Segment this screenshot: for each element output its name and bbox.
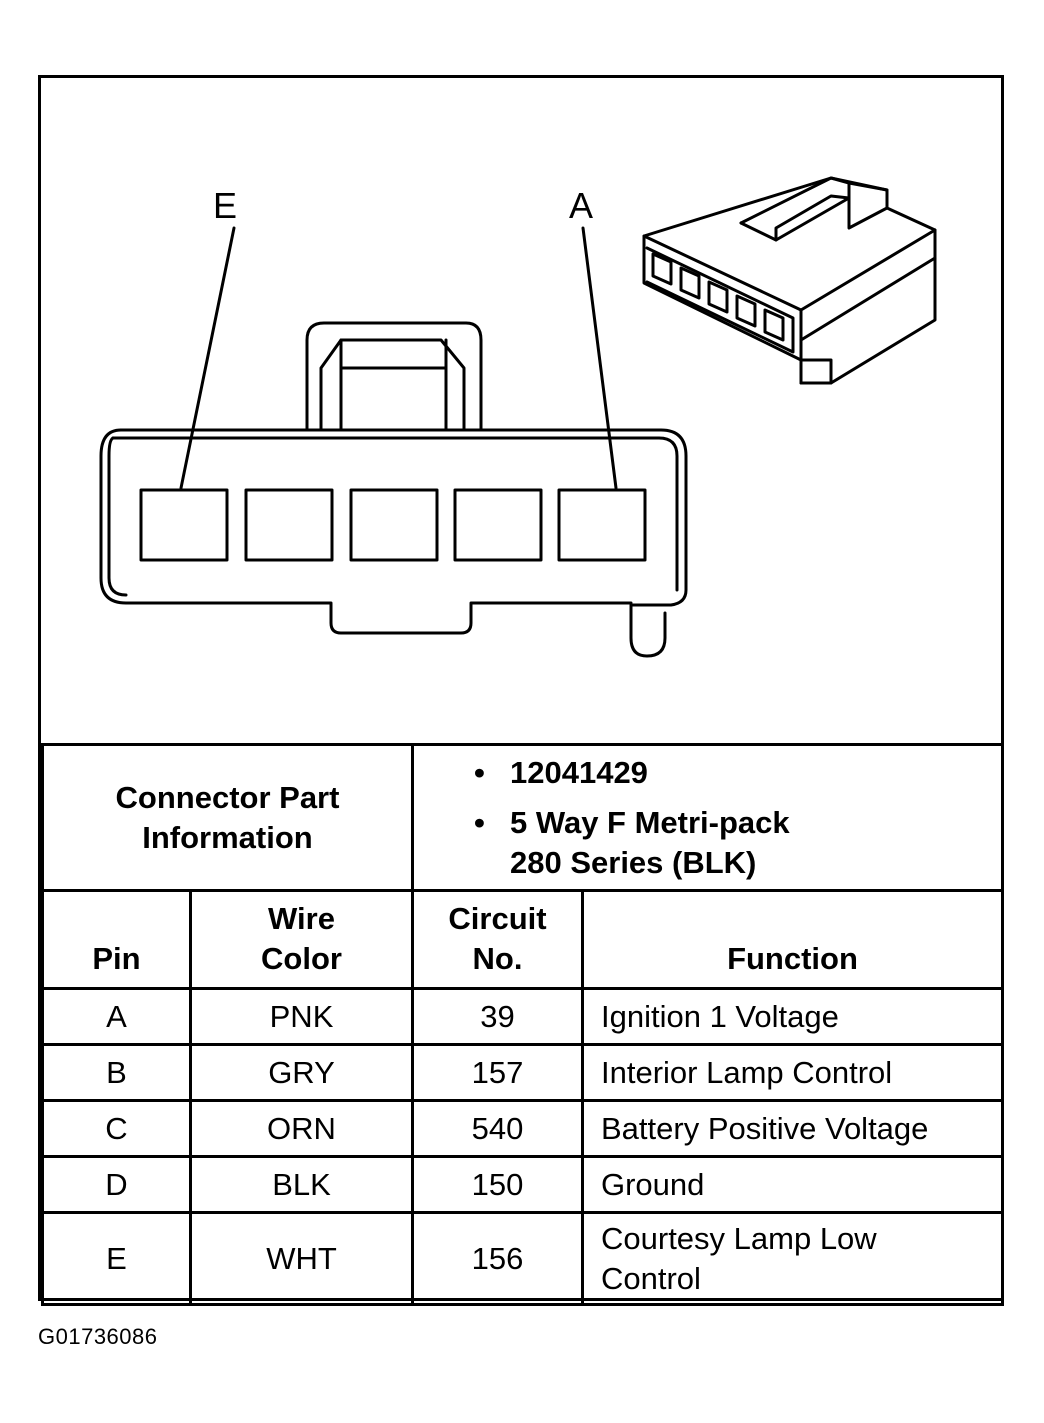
table-row: A PNK 39 Ignition 1 Voltage	[41, 987, 1004, 1046]
pin-label-a: A	[569, 185, 593, 226]
bullet-icon: •	[474, 804, 485, 840]
function-cell: Ground	[581, 1155, 1004, 1214]
circuit-cell: 39	[411, 987, 584, 1046]
wire-color-cell: ORN	[189, 1099, 414, 1158]
function-cell: Battery Positive Voltage	[581, 1099, 1004, 1158]
cavity-e	[139, 488, 229, 562]
pin-cell: D	[41, 1155, 192, 1214]
description-line-2: 280 Series (BLK)	[510, 844, 757, 880]
figure-code: G01736086	[38, 1324, 158, 1349]
part-number-line: •12041429	[474, 753, 1001, 793]
connector-info-row: Connector Part Information •12041429 •5 …	[41, 743, 1004, 892]
table-row: B GRY 157 Interior Lamp Control	[41, 1043, 1004, 1102]
pin-cell: E	[41, 1211, 192, 1306]
connector-info-values: •12041429 •5 Way F Metri-pack 280 Series…	[411, 743, 1004, 892]
wire-color-cell: WHT	[189, 1211, 414, 1306]
pin-cavities	[139, 488, 647, 562]
pin-cell: B	[41, 1043, 192, 1102]
description-line-1: •5 Way F Metri-pack	[474, 803, 1001, 843]
bullet-icon: •	[474, 754, 485, 790]
circuit-cell: 157	[411, 1043, 584, 1102]
table-row: C ORN 540 Battery Positive Voltage	[41, 1099, 1004, 1158]
circuit-cell: 150	[411, 1155, 584, 1214]
wire-color-cell: GRY	[189, 1043, 414, 1102]
cavity-c	[349, 488, 439, 562]
wire-color-cell: PNK	[189, 987, 414, 1046]
connector-isometric-view	[642, 176, 937, 385]
diagram-frame: E A Connector Part Information •12041429…	[38, 75, 1004, 1306]
cavity-d	[244, 488, 334, 562]
circuit-cell: 156	[411, 1211, 584, 1306]
cavity-a	[557, 488, 647, 562]
connector-info-label: Connector Part Information	[41, 743, 414, 892]
pin-label-e: E	[213, 185, 237, 226]
header-function: Function	[581, 889, 1004, 990]
connector-diagram: E A	[41, 78, 1001, 743]
cavity-b	[453, 488, 543, 562]
wire-color-cell: BLK	[189, 1155, 414, 1214]
table-row: D BLK 150 Ground	[41, 1155, 1004, 1214]
function-cell: Ignition 1 Voltage	[581, 987, 1004, 1046]
leader-line-a	[581, 226, 618, 490]
circuit-cell: 540	[411, 1099, 584, 1158]
pin-cell: A	[41, 987, 192, 1046]
pin-cell: C	[41, 1099, 192, 1158]
leader-line-e	[179, 226, 236, 490]
header-pin: Pin	[41, 889, 192, 990]
connector-face	[99, 321, 688, 658]
function-cell: Interior Lamp Control	[581, 1043, 1004, 1102]
connector-pinout-table: Connector Part Information •12041429 •5 …	[41, 743, 1004, 1306]
connector-drawing: E A	[99, 176, 937, 658]
